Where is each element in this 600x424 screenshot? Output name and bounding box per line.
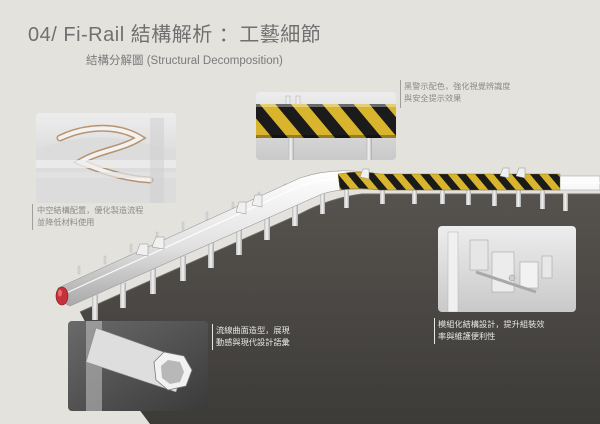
road-edge bbox=[79, 193, 600, 313]
callout-hollow: 中空結構配置，優化製造流程 並降低材料使用 bbox=[37, 204, 143, 228]
callout-line-hazard bbox=[400, 80, 401, 108]
detail-panel-hazard bbox=[256, 92, 396, 160]
callout-hazard-line1: 黑警示配色，強化視覺辨識度 bbox=[404, 81, 511, 91]
callout-line-hollow bbox=[32, 204, 33, 230]
detail-panel-streamline bbox=[68, 321, 208, 411]
callout-hollow-line2: 並降低材料使用 bbox=[37, 217, 95, 227]
callout-hazard: 黑警示配色，強化視覺辨識度 與安全提示效果 bbox=[404, 80, 510, 104]
callout-line-modular bbox=[434, 318, 435, 344]
callout-streamline-line2: 動感與現代設計語彙 bbox=[216, 337, 290, 347]
callout-line-streamline bbox=[212, 324, 213, 350]
rail-hazard-stripes bbox=[337, 171, 561, 191]
callout-streamline-line1: 流線曲面造型，展現 bbox=[216, 325, 290, 335]
callout-streamline: 流線曲面造型，展現 動感與現代設計語彙 bbox=[216, 324, 290, 348]
callout-hollow-line1: 中空結構配置，優化製造流程 bbox=[37, 205, 144, 215]
callout-hazard-line2: 與安全提示效果 bbox=[404, 93, 462, 103]
reflector-end-cap bbox=[55, 286, 69, 306]
callout-modular-line1: 模組化結構設計，提升組裝效 bbox=[438, 319, 545, 329]
rail-posts bbox=[92, 186, 568, 320]
rail-brackets bbox=[135, 167, 526, 257]
detail-panel-hollow bbox=[36, 113, 176, 203]
callout-modular: 模組化結構設計，提升組裝效 率與維護便利性 bbox=[438, 318, 544, 342]
callout-modular-line2: 率與維護便利性 bbox=[438, 331, 496, 341]
detail-panel-modular bbox=[438, 226, 576, 312]
page-title: 04/ Fi-Rail 結構解析 ：工藝細節 bbox=[28, 24, 322, 46]
page-subtitle: 結構分解圖 (Structural Decomposition) bbox=[86, 55, 283, 67]
